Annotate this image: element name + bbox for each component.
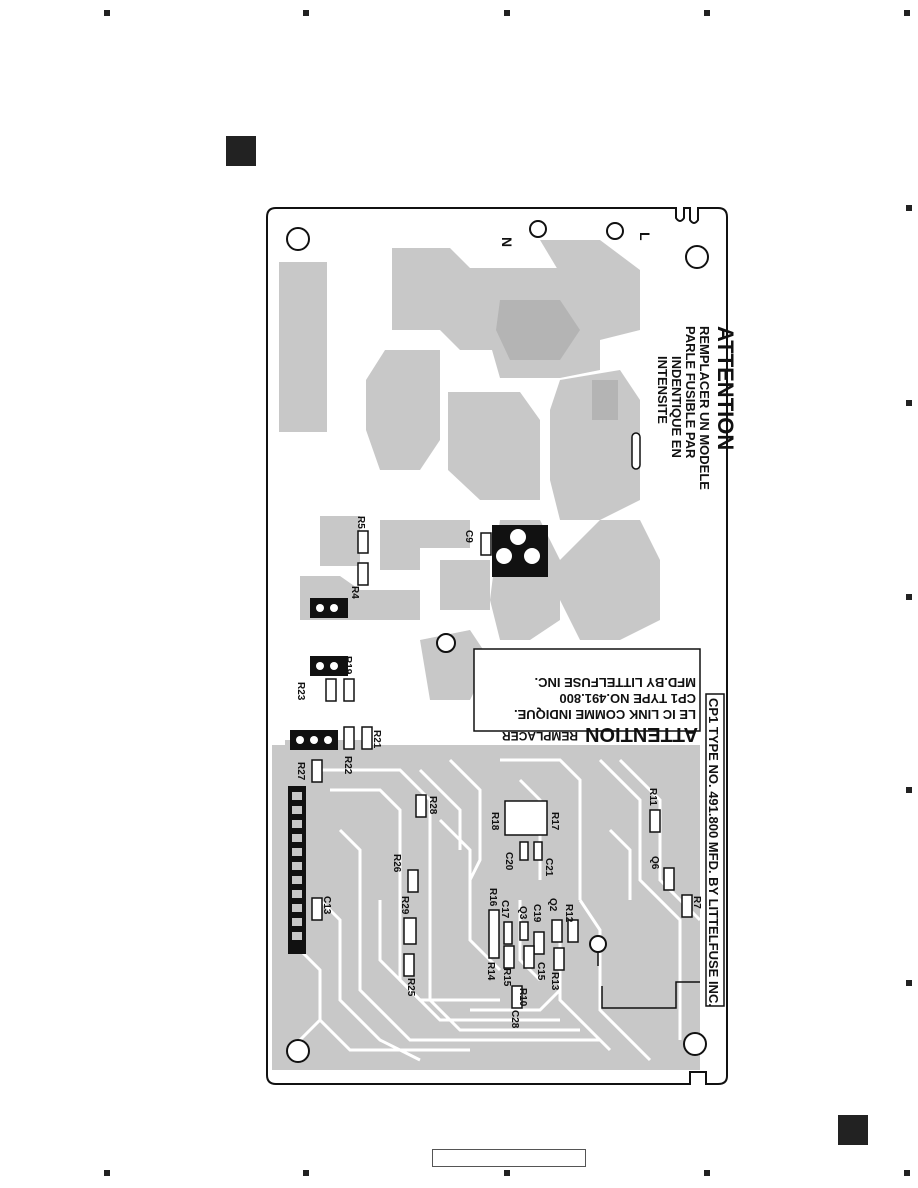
registration-mark: [504, 10, 510, 16]
registration-mark: [904, 1170, 910, 1176]
via: [436, 633, 456, 653]
svg-text:R28: R28: [427, 796, 438, 815]
svg-text:R19: R19: [342, 656, 353, 675]
svg-text:R26: R26: [391, 854, 402, 873]
svg-text:C20: C20: [503, 852, 514, 871]
registration-mark: [904, 10, 910, 16]
mounting-hole: [286, 1039, 310, 1063]
svg-text:R23: R23: [295, 682, 306, 701]
section-marker: [838, 1115, 868, 1145]
svg-text:INTENSITE: INTENSITE: [655, 356, 670, 424]
test-point: [589, 935, 607, 953]
svg-text:R10: R10: [517, 988, 528, 1007]
cp1-note-box: [705, 693, 725, 1007]
svg-text:MFD.BY LITTELFUSE INC.: MFD.BY LITTELFUSE INC.: [534, 675, 696, 690]
svg-text:R14: R14: [485, 962, 496, 981]
registration-mark: [504, 1170, 510, 1176]
transistor-q: [310, 656, 348, 676]
registration-mark: [303, 1170, 309, 1176]
svg-text:R22: R22: [342, 756, 353, 775]
svg-text:R18: R18: [489, 812, 500, 831]
registration-mark: [906, 594, 912, 600]
connector-hole-n: [529, 220, 547, 238]
svg-text:ATTENTION: ATTENTION: [585, 723, 698, 745]
registration-mark: [704, 10, 710, 16]
registration-mark: [704, 1170, 710, 1176]
registration-mark: [104, 1170, 110, 1176]
svg-text:R5: R5: [355, 516, 366, 529]
svg-text:ATTENTION: ATTENTION: [713, 326, 738, 450]
svg-text:Q6: Q6: [649, 856, 660, 870]
registration-mark: [104, 10, 110, 16]
svg-text:R13: R13: [549, 972, 560, 991]
svg-text:R17: R17: [549, 812, 560, 831]
svg-text:PARLE FUSIBLE PAR: PARLE FUSIBLE PAR: [683, 326, 698, 459]
section-marker: [226, 136, 256, 166]
cp1-note: CP1 TYPE NO. 491.800 MFD. BY LITTELFUSE …: [706, 698, 721, 1007]
mounting-hole: [683, 1032, 707, 1056]
registration-mark: [906, 787, 912, 793]
svg-text:R12: R12: [563, 904, 574, 923]
attention-fuse-note: ATTENTION REMPLACER UN MODELE PARLE FUSI…: [655, 326, 738, 490]
svg-text:R4: R4: [349, 586, 360, 599]
mounting-hole: [685, 245, 709, 269]
svg-text:R11: R11: [647, 788, 658, 806]
svg-text:C19: C19: [531, 904, 542, 923]
svg-text:REMPLACER: REMPLACER: [502, 729, 578, 743]
registration-mark: [303, 10, 309, 16]
page-footer-box: [432, 1149, 586, 1167]
svg-text:C9: C9: [463, 530, 474, 543]
svg-text:INDENTIQUE EN: INDENTIQUE EN: [669, 356, 684, 458]
svg-text:R25: R25: [405, 978, 416, 997]
mounting-hole: [286, 227, 310, 251]
svg-text:R16: R16: [487, 888, 498, 907]
svg-text:C13: C13: [321, 896, 332, 915]
registration-mark: [906, 980, 912, 986]
svg-text:C15: C15: [535, 962, 546, 981]
svg-text:LE IC LINK COMME INDIQUE.: LE IC LINK COMME INDIQUE.: [514, 707, 696, 722]
connector-hole-l: [606, 222, 624, 240]
attention-link-box: [473, 648, 701, 732]
connector-label-n: N: [499, 237, 515, 247]
svg-text:R29: R29: [399, 896, 410, 915]
transistor-q: [310, 598, 348, 618]
svg-text:R27: R27: [295, 762, 306, 781]
svg-text:Q3: Q3: [517, 906, 528, 920]
svg-text:C28: C28: [509, 1010, 520, 1029]
svg-text:R7: R7: [691, 896, 702, 909]
connector-label-l: L: [637, 232, 653, 241]
attention-link-note: ATTENTION REMPLACER LE IC LINK COMME IND…: [502, 675, 698, 745]
reference-designators: R5 C9 R4 R19 R23 R21 R22 R27 R28 R18 R17…: [295, 516, 702, 1029]
copper-signal-area: [272, 745, 702, 1070]
svg-text:CP1 TYPE NO.491.800: CP1 TYPE NO.491.800: [559, 691, 696, 706]
registration-mark: [906, 205, 912, 211]
svg-text:Q2: Q2: [547, 898, 558, 912]
registration-mark: [906, 400, 912, 406]
svg-text:C17: C17: [499, 900, 510, 919]
svg-text:R21: R21: [371, 730, 382, 749]
svg-text:C21: C21: [543, 858, 554, 877]
svg-text:R15: R15: [501, 968, 512, 987]
svg-text:REMPLACER UN MODELE: REMPLACER UN MODELE: [697, 326, 712, 490]
